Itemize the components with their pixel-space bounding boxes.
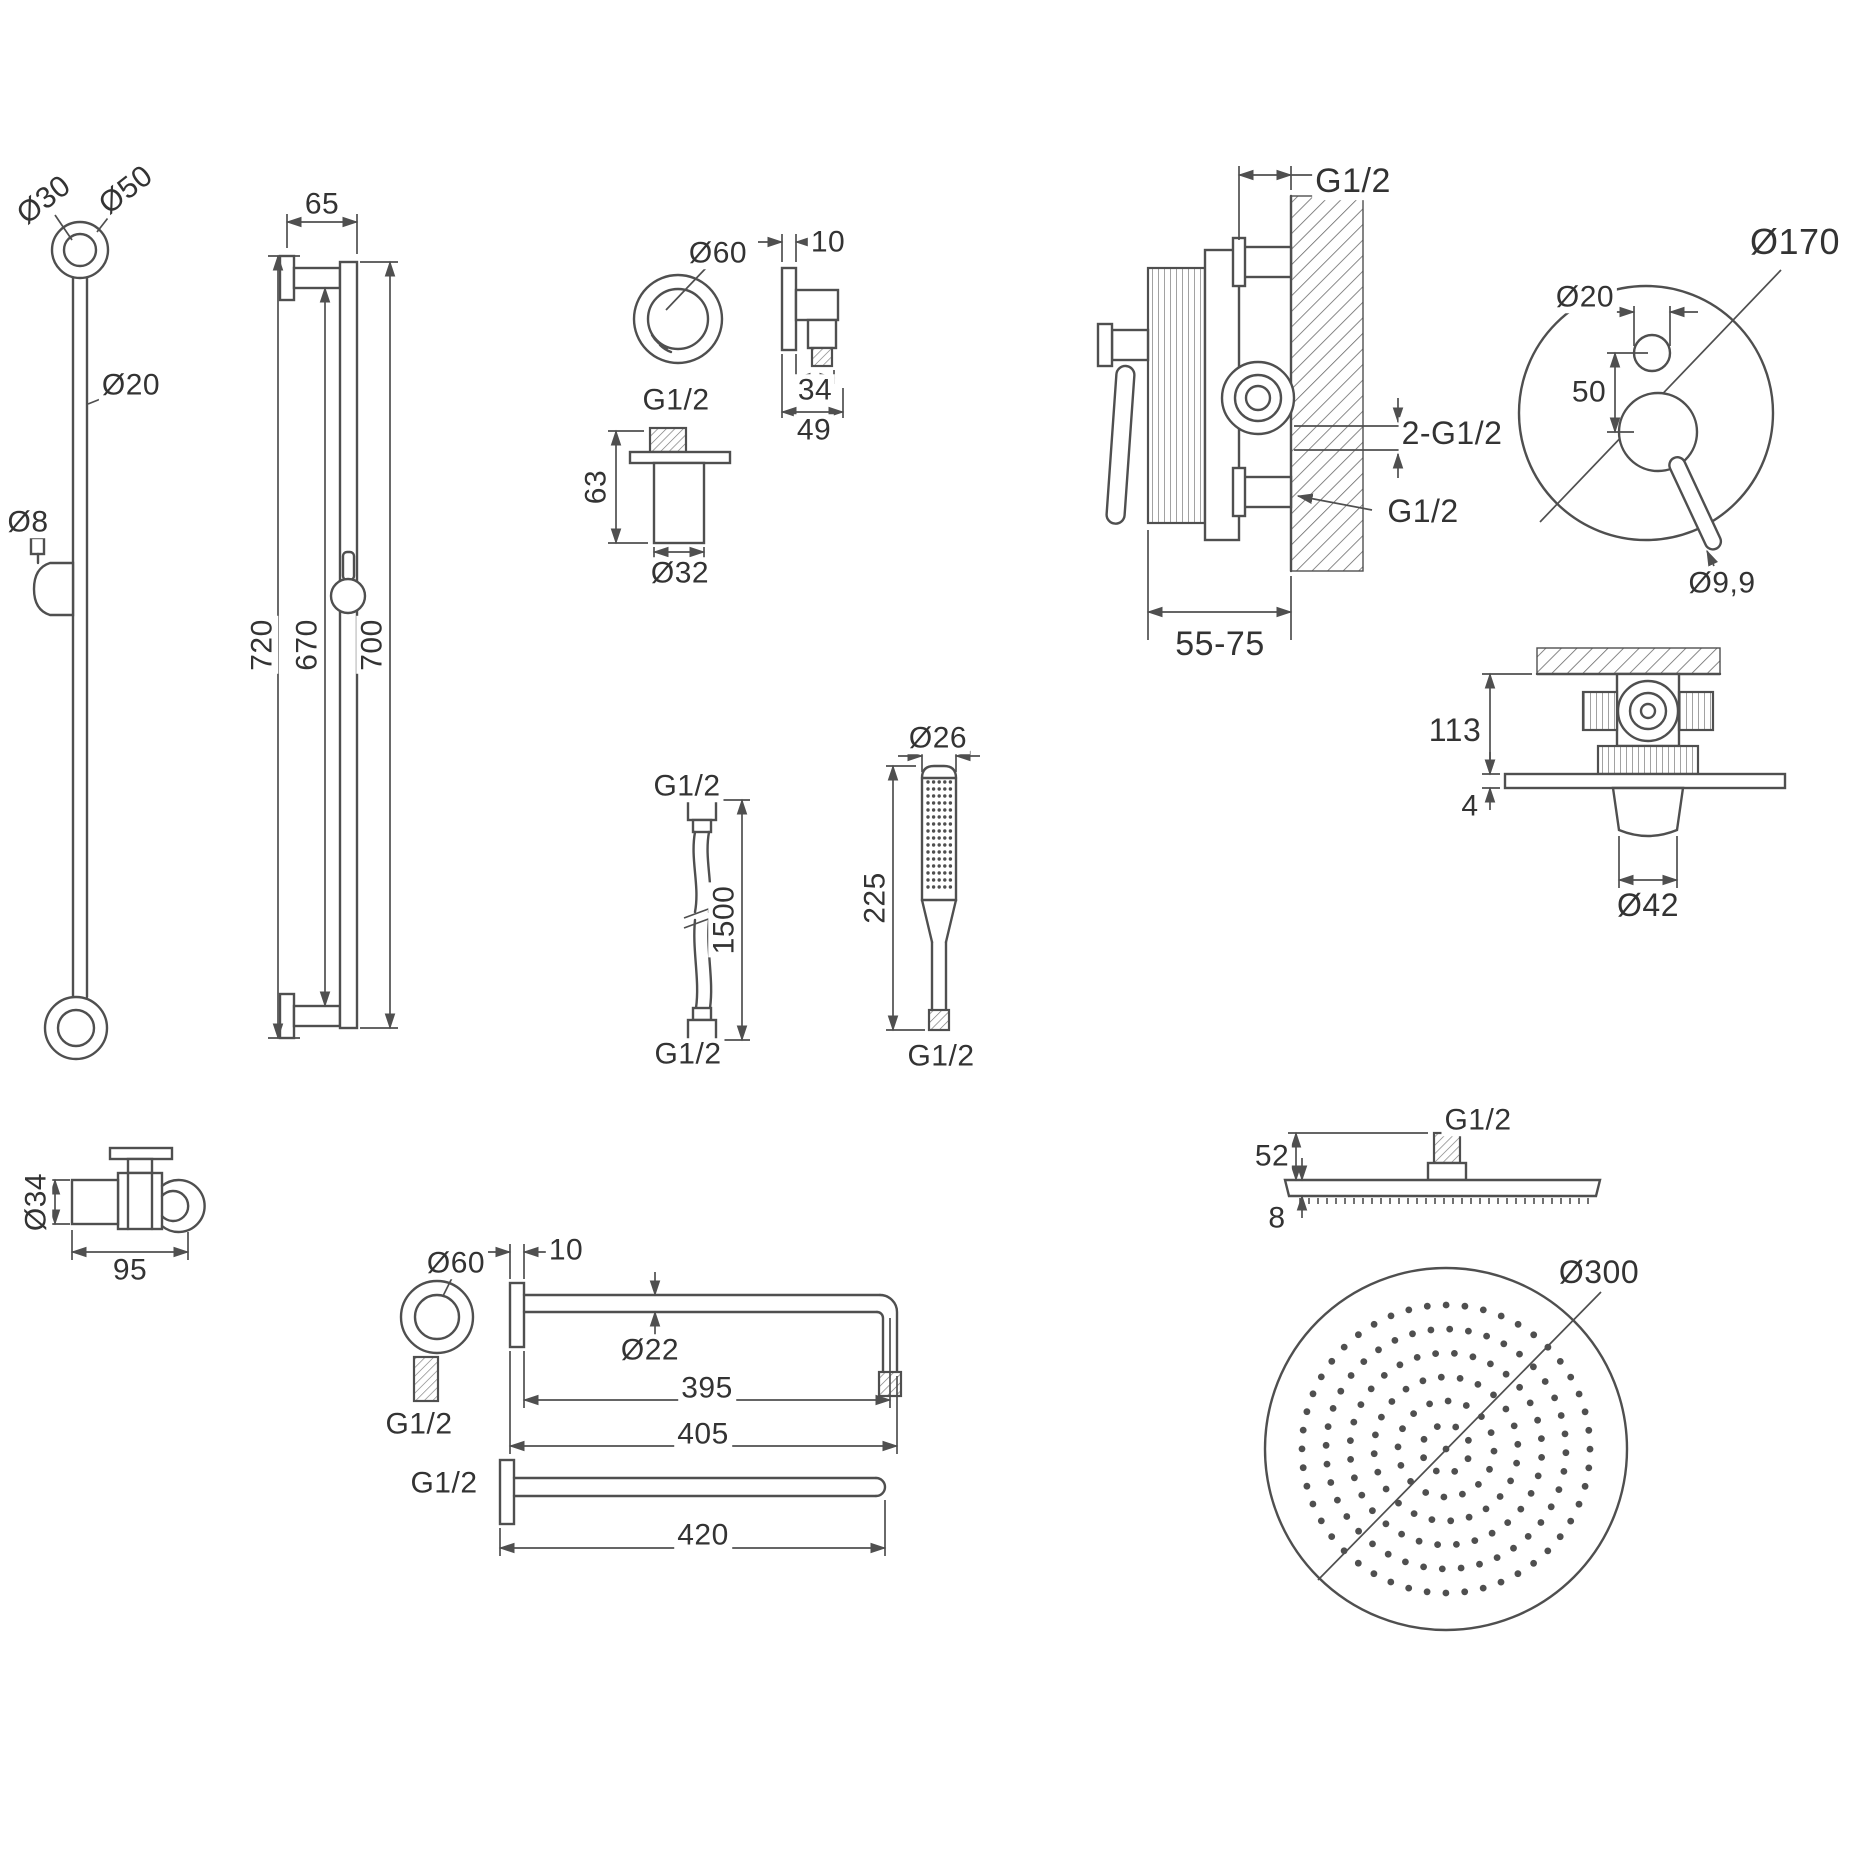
dim-head-diameter: Ø300	[1555, 1256, 1643, 1290]
dim-hose-bottom-thread: G1/2	[651, 1038, 725, 1070]
wall-holder	[48, 1146, 206, 1260]
dim-mixer-ports-thread: 2-G1/2	[1398, 417, 1506, 451]
slide-rail-side-view	[29, 204, 119, 1061]
wall-outlet-front-view	[632, 267, 724, 365]
dim-rail-bracket-offset: 65	[301, 188, 343, 220]
concealed-mixer-front-view	[1517, 269, 1782, 567]
dim-holder-width: 95	[109, 1254, 151, 1286]
hand-shower	[886, 748, 980, 1032]
dim-mixer-bottom-thread: G1/2	[1384, 495, 1462, 529]
dim-ceiling-valve-height: 113	[1425, 714, 1485, 748]
dim-slide-rail-bar-diameter: Ø20	[98, 369, 164, 401]
dim-outlet-plate-thickness: 10	[807, 226, 849, 258]
dim-ceiling-valve-plate-thickness: 4	[1458, 790, 1482, 822]
dim-rail-bar-length: 700	[355, 616, 388, 674]
concealed-mixer-side-view	[1096, 166, 1414, 640]
dim-rail-bracket-spacing: 670	[290, 616, 323, 674]
dim-arm-length-a: 395	[678, 1372, 736, 1404]
dim-mixer-plate-diameter: Ø170	[1746, 223, 1844, 261]
dim-arm-tube-diameter: Ø22	[617, 1334, 683, 1366]
dim-head-plate-thickness: 8	[1265, 1202, 1289, 1234]
wall-outlet-side-view	[758, 234, 845, 418]
dim-handshower-thread: G1/2	[904, 1040, 978, 1072]
dim-head-thread: G1/2	[1441, 1104, 1515, 1136]
dim-outlet-body-diameter: Ø32	[647, 557, 713, 589]
dim-outlet-height: 63	[579, 466, 612, 508]
dim-rail-overall-length: 720	[245, 616, 278, 674]
dim-holder-diameter: Ø34	[19, 1169, 52, 1235]
shower-head-front-view	[1263, 1266, 1629, 1632]
dim-arm-plate-thickness: 10	[545, 1234, 587, 1266]
dim-arm-length-b: 405	[674, 1418, 732, 1450]
dim-outlet-depth-a: 34	[794, 374, 836, 406]
dim-mixer-knob-spacing: 50	[1568, 376, 1610, 408]
dim-mixer-wall-thread: G1/2	[1312, 163, 1394, 200]
dim-arm-wall-thread: G1/2	[382, 1408, 456, 1440]
dim-head-connector-height: 52	[1251, 1140, 1293, 1172]
dim-handshower-head-diameter: Ø26	[905, 722, 971, 754]
dim-arm2-thread: G1/2	[407, 1467, 481, 1499]
dim-outlet-thread: G1/2	[639, 384, 713, 416]
dim-arm-flange-diameter: Ø60	[423, 1247, 489, 1279]
dim-hose-length: 1500	[707, 882, 740, 958]
dim-hose-top-thread: G1/2	[650, 770, 724, 802]
shower-hose	[683, 798, 750, 1042]
dim-outlet-depth-b: 49	[793, 414, 835, 446]
dim-mixer-diverter-diameter: Ø20	[1552, 281, 1618, 313]
dim-outlet-flange-diameter: Ø60	[685, 237, 751, 269]
dim-slide-rail-pin-diameter: Ø8	[4, 506, 52, 538]
dim-handshower-length: 225	[858, 869, 891, 927]
dim-mixer-lever-diameter: Ø9,9	[1685, 567, 1759, 599]
ceiling-mixer-side-view	[1482, 647, 1787, 888]
dim-ceiling-valve-escutcheon-diameter: Ø42	[1614, 889, 1682, 923]
shower-head-side-view	[1283, 1131, 1602, 1218]
slide-rail-front-view	[268, 214, 398, 1040]
wall-outlet-section-view	[608, 426, 732, 558]
dim-mixer-mounting-depth: 55-75	[1172, 626, 1268, 663]
dim-arm2-length: 420	[674, 1519, 732, 1551]
